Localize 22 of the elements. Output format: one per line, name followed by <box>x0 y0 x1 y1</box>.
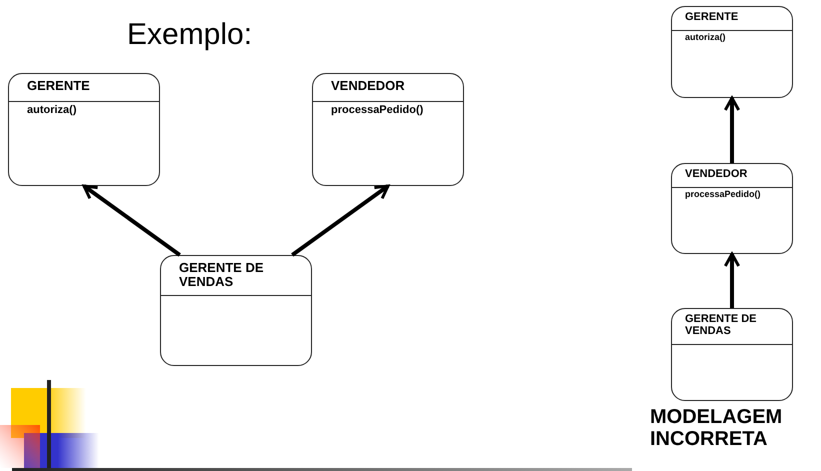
class-box <box>8 73 160 186</box>
inheritance-arrow <box>82 184 181 257</box>
class-box <box>312 73 464 186</box>
class-name: GERENTE <box>27 78 90 93</box>
class-box <box>160 255 312 366</box>
method-name: autoriza() <box>685 33 726 43</box>
diagram-caption: MODELAGEM INCORRETA <box>650 406 784 450</box>
inheritance-arrow <box>724 252 740 308</box>
class-box <box>671 308 793 401</box>
class-name: GERENTE DE VENDAS <box>685 312 758 338</box>
class-box <box>671 163 793 254</box>
method-name: autoriza() <box>27 104 76 116</box>
class-box <box>671 6 793 98</box>
class-name: VENDEDOR <box>685 168 748 180</box>
class-name: GERENTE <box>685 10 738 23</box>
inheritance-arrow <box>291 184 390 257</box>
class-name: VENDEDOR <box>331 78 405 93</box>
class-name: GERENTE DE VENDAS <box>179 260 265 290</box>
example-heading: Exemplo: <box>127 18 254 51</box>
inheritance-arrow <box>724 96 740 163</box>
method-name: processaPedido() <box>331 104 424 116</box>
method-name: processaPedido() <box>685 190 761 200</box>
